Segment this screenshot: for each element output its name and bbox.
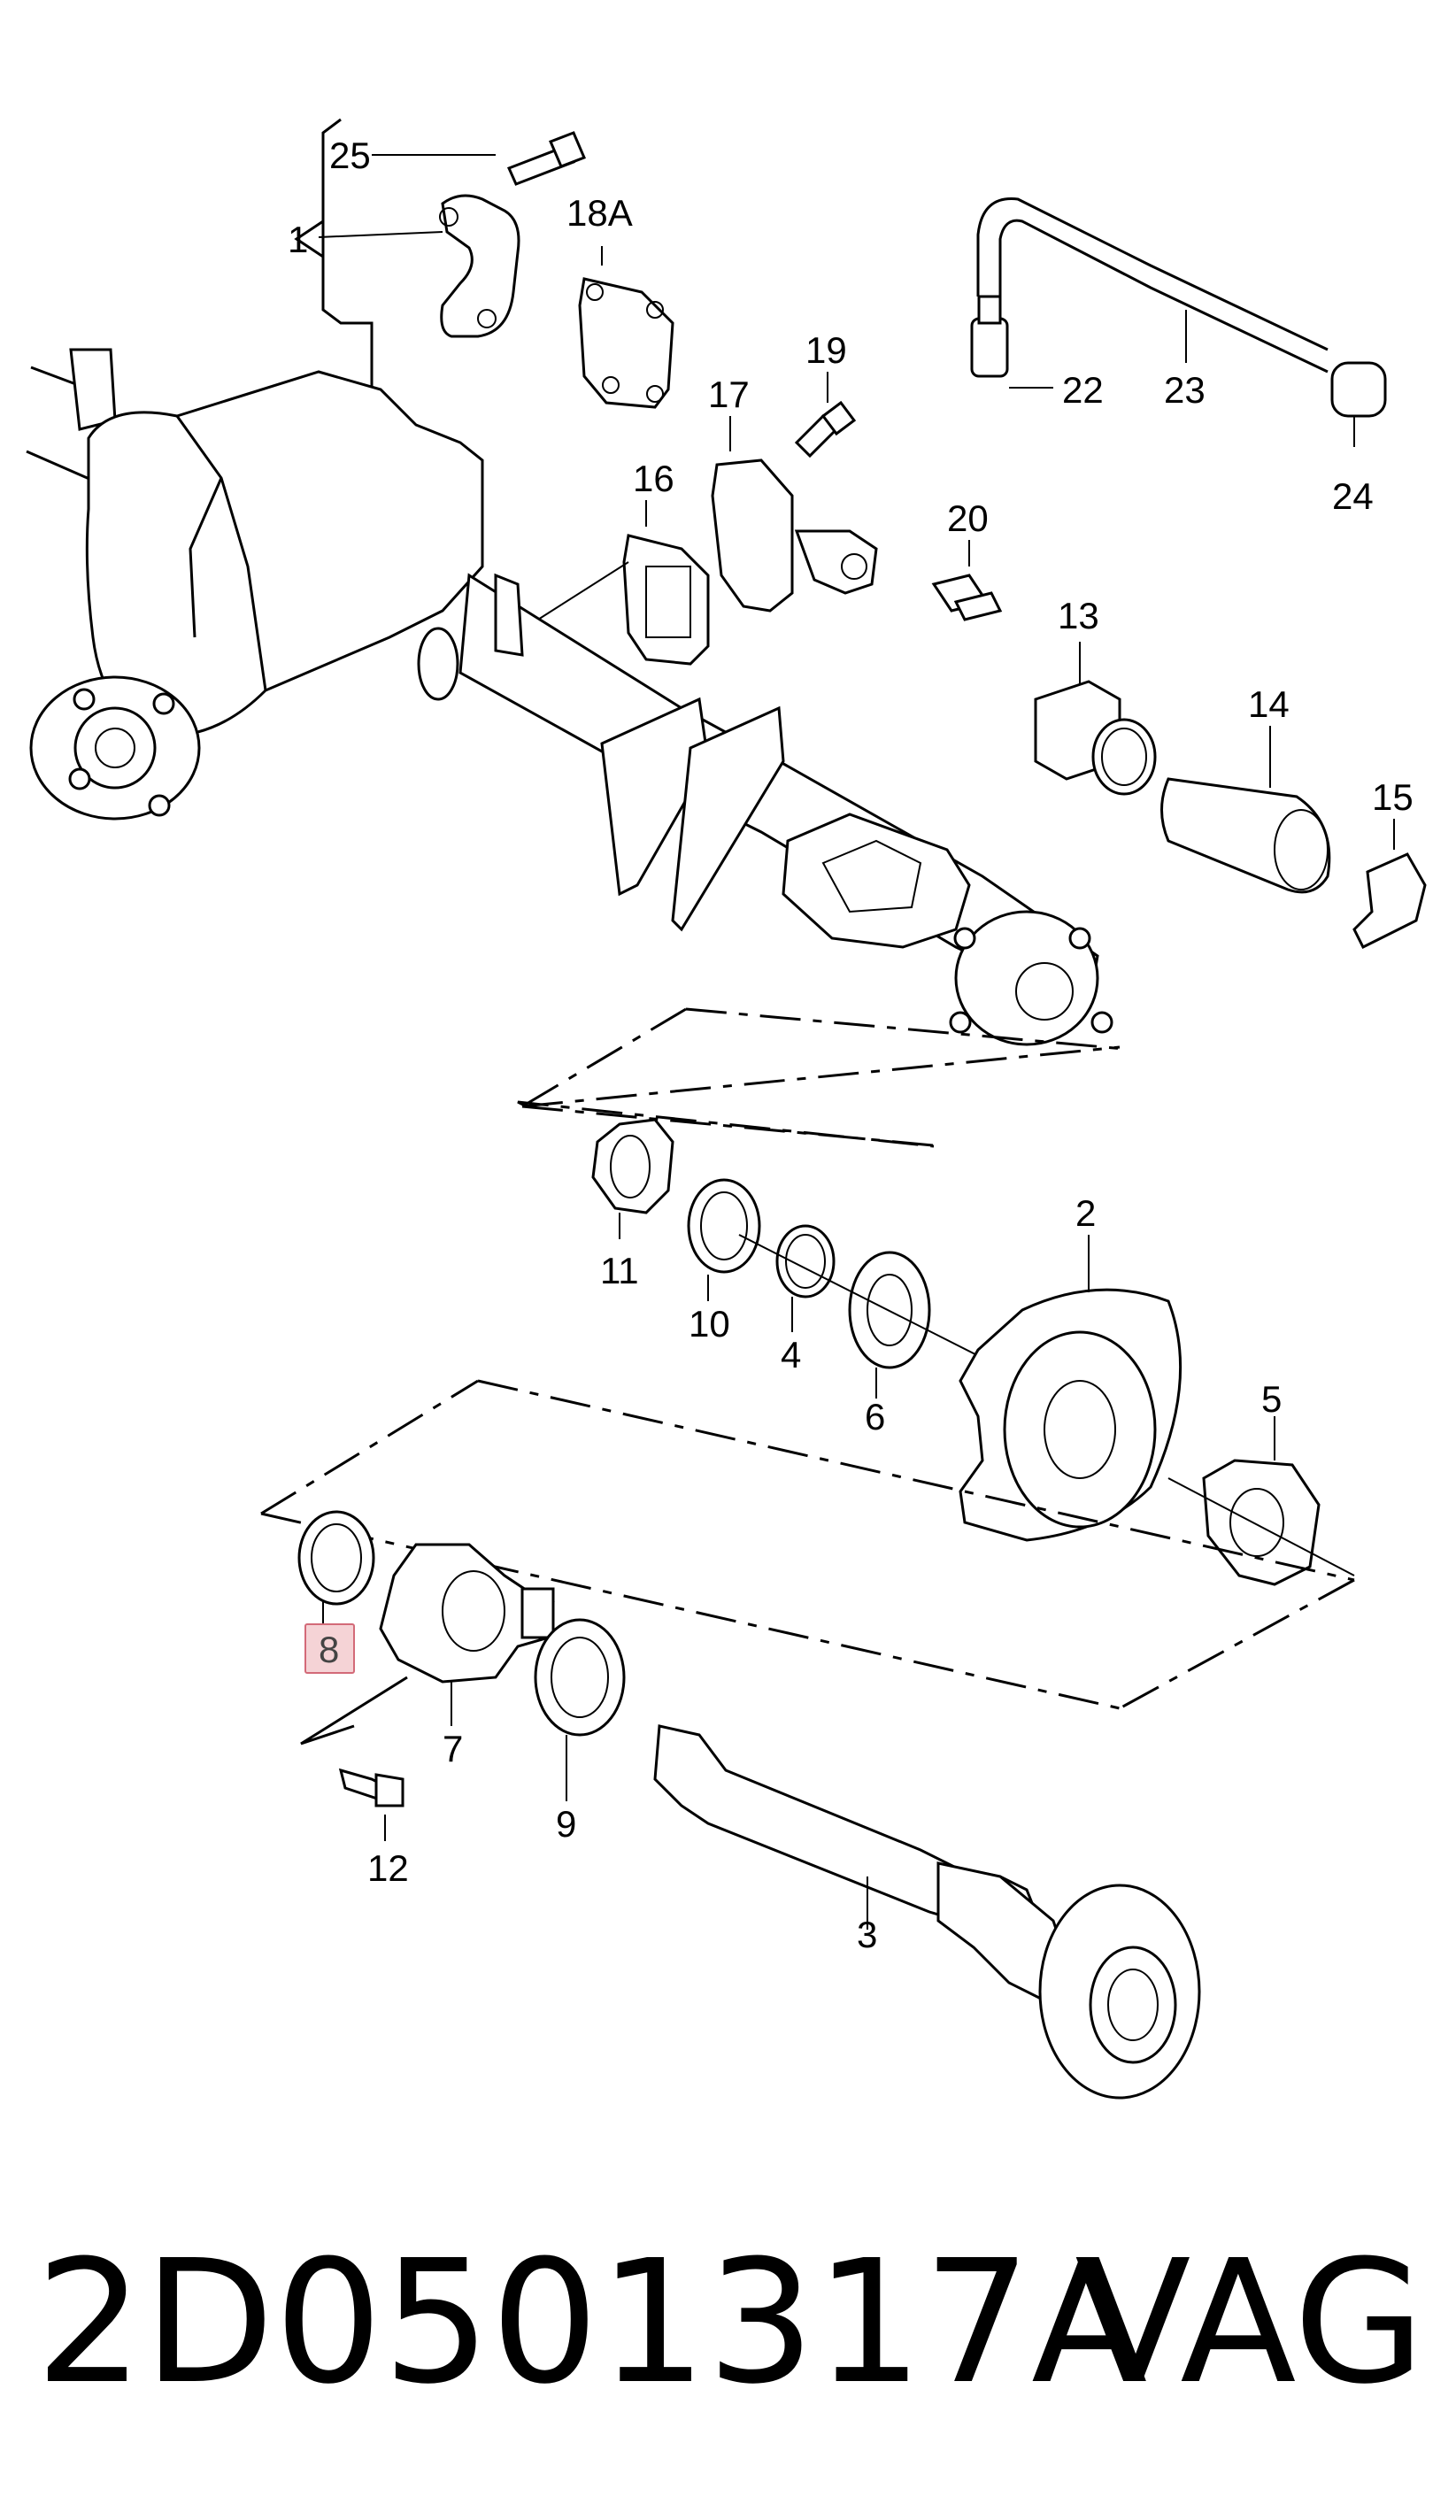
breather-assembly — [530, 372, 878, 666]
label-16: 16 — [633, 458, 674, 499]
label-4: 4 — [781, 1334, 801, 1376]
label-15: 15 — [1372, 776, 1414, 818]
breather-hose — [970, 197, 1387, 447]
label-14: 14 — [1248, 683, 1290, 725]
label-13: 13 — [1058, 595, 1099, 636]
label-5: 5 — [1261, 1378, 1282, 1420]
label-20: 20 — [947, 497, 989, 539]
label-19: 19 — [805, 329, 847, 371]
hub-parts — [591, 1118, 1355, 1586]
label-8: 8 — [319, 1629, 339, 1670]
part-labels: 25 1 18A 19 17 16 20 22 23 24 13 14 15 2… — [288, 135, 1414, 1955]
bracket-group — [294, 118, 586, 416]
lower-parts — [297, 1510, 1201, 2100]
bolt-20 — [931, 540, 1003, 621]
label-1: 1 — [288, 219, 308, 260]
label-22: 22 — [1062, 369, 1104, 411]
part-number: 2D0501317A — [35, 2224, 1148, 2422]
label-3: 3 — [857, 1914, 877, 1955]
label-6: 6 — [865, 1396, 885, 1437]
label-17: 17 — [708, 374, 750, 415]
label-23: 23 — [1164, 369, 1206, 411]
highlight-box — [304, 1623, 355, 1674]
label-12: 12 — [367, 1847, 409, 1889]
label-9: 9 — [556, 1803, 576, 1845]
label-10: 10 — [689, 1303, 730, 1345]
label-25: 25 — [329, 135, 371, 176]
footer-caption: 2D0501317A VAG — [35, 2235, 1425, 2412]
sleeve-parts — [1034, 642, 1427, 950]
label-24: 24 — [1332, 475, 1374, 517]
label-11: 11 — [600, 1250, 639, 1291]
label-7: 7 — [443, 1728, 463, 1769]
label-18A: 18A — [566, 192, 633, 234]
gasket-18A — [578, 246, 674, 409]
brand-name: VAG — [1075, 2224, 1425, 2422]
label-2: 2 — [1075, 1192, 1096, 1234]
axle-housing — [26, 348, 1113, 1046]
